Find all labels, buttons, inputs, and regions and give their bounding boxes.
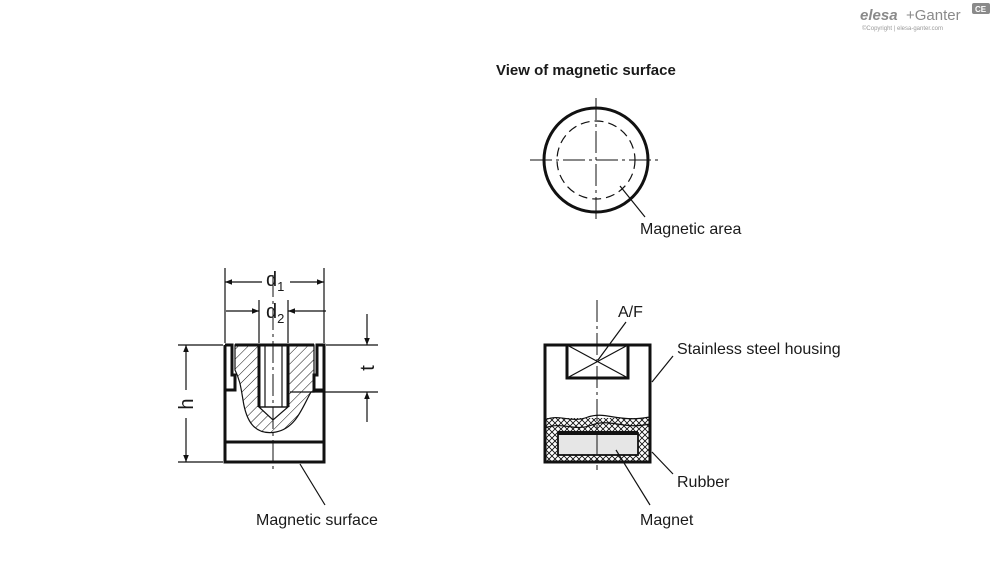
- logo-brand-b: +Ganter: [906, 7, 961, 24]
- magnet-label: Magnet: [640, 512, 694, 529]
- housing-label: Stainless steel housing: [677, 341, 841, 358]
- magnetic-surface-view: [530, 98, 662, 222]
- d2-label: d2: [266, 301, 284, 326]
- magnetic-area-label: Magnetic area: [640, 221, 741, 238]
- magnetic-surface-label: Magnetic surface: [256, 512, 378, 529]
- ce-badge-text: CE: [975, 5, 987, 14]
- logo-brand-a: elesa: [860, 7, 898, 24]
- magnet-block: [557, 432, 639, 456]
- view-title: View of magnetic surface: [496, 62, 676, 79]
- magnet-leader: [615, 449, 651, 506]
- elesa-ganter-logo: elesa +Ganter ©Copyright | elesa-ganter.…: [860, 3, 990, 32]
- d1-label: d1: [266, 269, 284, 294]
- ce-badge-icon: [972, 3, 990, 14]
- logo-copyright: ©Copyright | elesa-ganter.com: [862, 25, 943, 32]
- break-line-top: [544, 414, 651, 421]
- housing-leader: [651, 355, 674, 383]
- magnetic-surface-leader: [299, 463, 326, 506]
- break-line-bottom: [544, 422, 651, 429]
- rubber-leader: [651, 451, 674, 475]
- housing-left-groove: [225, 343, 237, 392]
- t-label: t: [357, 365, 379, 371]
- left-section-view: d1 d2 h t: [176, 268, 379, 506]
- rubber-label: Rubber: [677, 474, 730, 491]
- af-label: A/F: [618, 304, 643, 321]
- magnetic-area-leader: [619, 185, 646, 218]
- right-section-view: [543, 300, 674, 506]
- h-label: h: [176, 398, 198, 409]
- af-leader: [597, 321, 627, 361]
